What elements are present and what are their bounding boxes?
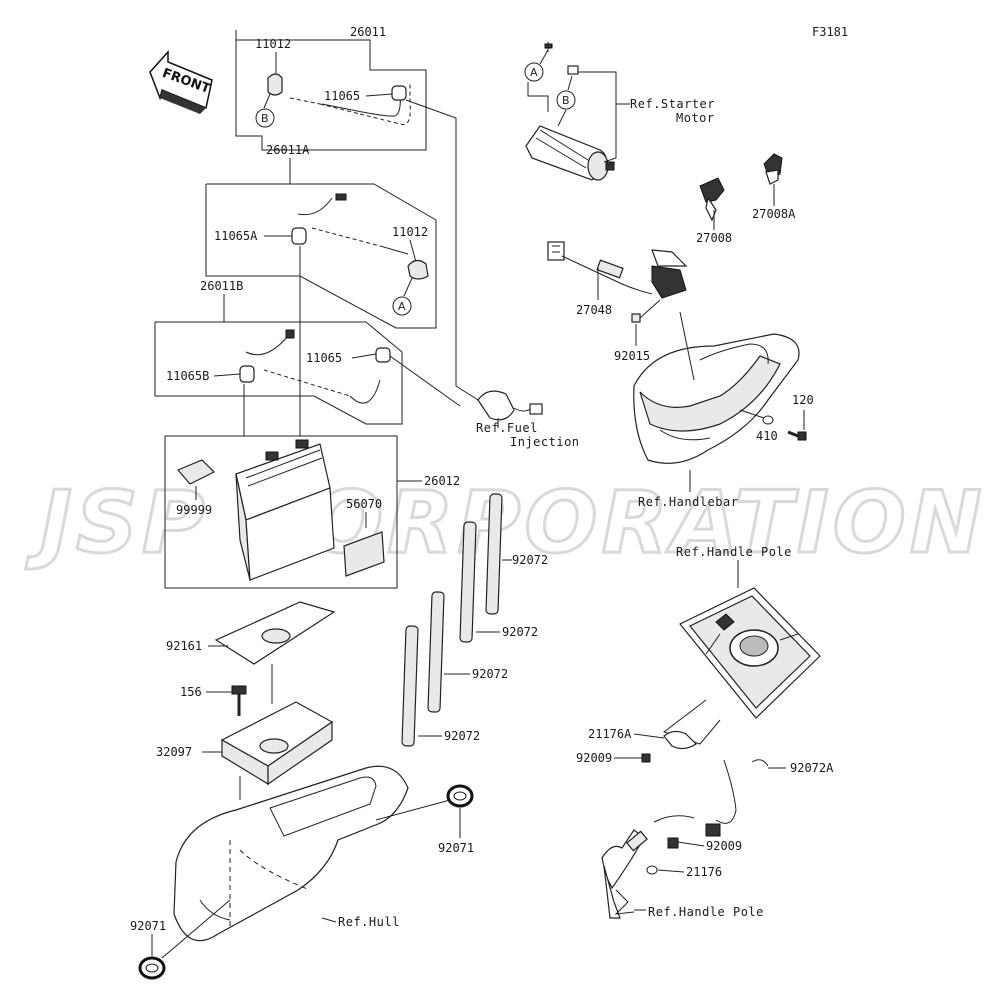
callout-a-top xyxy=(524,62,544,82)
callout-a-top-text: A xyxy=(530,66,538,79)
ref-handle-pole-top: Ref.Handle Pole xyxy=(676,545,792,559)
part-label-32097: 32097 xyxy=(156,745,192,759)
screw-92009-left xyxy=(641,753,651,763)
part-label-27048: 27048 xyxy=(576,303,612,317)
connector-27048 xyxy=(547,241,565,261)
part-label-92161: 92161 xyxy=(166,639,202,653)
part-label-92072-1: 92072 xyxy=(512,553,548,567)
washer-410 xyxy=(762,415,774,425)
part-label-26011B: 26011B xyxy=(200,279,243,293)
part-label-92071-left: 92071 xyxy=(130,919,166,933)
part-label-92071-right: 92071 xyxy=(438,841,474,855)
boot-11065-mid xyxy=(375,347,391,363)
ref-starter-line2: Motor xyxy=(676,111,715,125)
grommet-92071-right xyxy=(446,784,474,808)
part-label-27008A: 27008A xyxy=(752,207,796,221)
callout-a-mid-text: A xyxy=(398,300,406,313)
part-label-92009-right: 92009 xyxy=(706,839,742,853)
ref-starter-line1: Ref.Starter xyxy=(630,97,715,111)
part-label-11065A: 11065A xyxy=(214,229,258,243)
ref-hull: Ref.Hull xyxy=(338,915,400,929)
switch-27008A xyxy=(763,153,783,185)
part-label-11012-top: 11012 xyxy=(255,37,291,51)
sensor-connector xyxy=(705,823,721,837)
strap-92072-4 xyxy=(401,625,419,747)
part-label-120: 120 xyxy=(792,393,814,407)
strap-group-92072: 92072 92072 92072 92072 xyxy=(401,493,548,747)
starter-motor-group: A B Ref.Starter Motor xyxy=(524,42,715,181)
strap-92072-1 xyxy=(485,493,503,615)
clamp-21176A xyxy=(663,730,697,750)
connector-26011B xyxy=(285,329,295,339)
handlebar-housing-icon xyxy=(633,333,800,464)
clamp-21176 xyxy=(646,865,658,875)
strap-92072-2 xyxy=(459,521,477,643)
part-label-99999: 99999 xyxy=(176,503,212,517)
callout-a-mid xyxy=(392,296,412,316)
bolt-156-icon xyxy=(231,685,247,716)
switch-assembly-27048 xyxy=(547,241,688,299)
part-label-21176A: 21176A xyxy=(588,727,632,741)
part-label-92015: 92015 xyxy=(614,349,650,363)
battery-icon xyxy=(235,439,335,581)
ref-handle-pole-bottom: Ref.Handle Pole xyxy=(648,905,764,919)
callout-b-right xyxy=(556,90,576,110)
part-label-156: 156 xyxy=(180,685,202,699)
part-label-92072-4: 92072 xyxy=(444,729,480,743)
part-label-11065-top: 11065 xyxy=(324,89,360,103)
battery-group-26012: 26012 99999 56070 xyxy=(164,435,460,589)
callout-b-top xyxy=(255,108,275,128)
callout-b-right-text: B xyxy=(562,94,570,107)
hull-icon xyxy=(173,765,409,942)
boot-11065B xyxy=(239,365,255,383)
part-label-26012: 26012 xyxy=(424,474,460,488)
part-label-92009-left: 92009 xyxy=(576,751,612,765)
ref-fuel-line2: Injection xyxy=(510,435,580,449)
part-label-92072-3: 92072 xyxy=(472,667,508,681)
boot-11065-top xyxy=(391,85,407,101)
nut-b xyxy=(567,65,579,75)
part-label-56070: 56070 xyxy=(346,497,382,511)
part-label-26011A: 26011A xyxy=(266,143,310,157)
ref-fuel-line1: Ref.Fuel xyxy=(476,421,538,435)
switch-27008 xyxy=(699,177,725,222)
part-label-11012-mid: 11012 xyxy=(392,225,428,239)
front-arrow-icon: FRONT xyxy=(149,50,213,114)
callout-b-top-text: B xyxy=(261,112,269,125)
figure-code: F3181 xyxy=(812,25,848,39)
part-label-27008: 27008 xyxy=(696,231,732,245)
bolt-120 xyxy=(787,430,807,441)
label-plate-56070 xyxy=(343,531,385,577)
terminal-cap-11012-mid xyxy=(407,259,429,280)
connector-26011A xyxy=(335,193,347,201)
part-label-92072-2: 92072 xyxy=(502,625,538,639)
part-label-26011: 26011 xyxy=(350,25,386,39)
strap-92072-3 xyxy=(427,591,445,713)
handle-pole-sensor-icon xyxy=(601,829,648,919)
part-label-410: 410 xyxy=(756,429,778,443)
handle-pole-plate-icon xyxy=(679,587,821,719)
starter-motor-icon xyxy=(525,125,615,181)
part-label-11065-mid: 11065 xyxy=(306,351,342,365)
bag-99999 xyxy=(177,459,216,485)
tray-group-92161: 92161 xyxy=(166,601,336,665)
cable-group-26011B: 26011B 11065B 11065 xyxy=(154,279,403,425)
part-label-11065B: 11065B xyxy=(166,369,209,383)
clip-92015 xyxy=(631,313,641,323)
part-label-92072A: 92072A xyxy=(790,761,834,775)
grommet-92071-left xyxy=(138,956,166,980)
cable-group-26011A: 26011A 11065A 11012 A xyxy=(205,143,437,329)
terminal-cap-11012-top xyxy=(267,73,283,96)
battery-case-group: 156 32097 xyxy=(156,664,334,800)
boot-11065A xyxy=(291,227,307,245)
ref-handlebar: Ref.Handlebar xyxy=(638,495,738,509)
cable-group-26011: 26011 11012 B 11065 xyxy=(235,25,427,151)
watermark-text: JSP CORPORATION xyxy=(25,473,986,573)
fuel-connector-icon xyxy=(477,390,543,421)
screw-92009-right xyxy=(667,837,679,849)
part-label-21176: 21176 xyxy=(686,865,722,879)
